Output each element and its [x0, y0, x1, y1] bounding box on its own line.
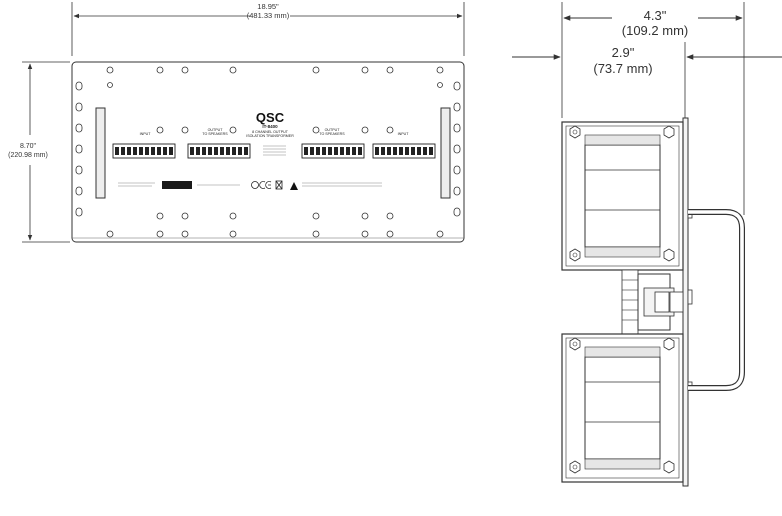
terminal-connector — [372, 143, 436, 159]
connector-blocks — [112, 143, 436, 159]
subtitle-1: 8 CHANNEL OUTPUT — [252, 130, 289, 134]
front-view: 18.95" (481.33 mm) 8.70" (220.98 mm) — [8, 2, 465, 243]
output-label-left: OUTPUT — [208, 128, 224, 132]
screw-holes — [106, 66, 444, 238]
rack-slots — [75, 81, 461, 217]
subtitle-2: ISOLATION TRANSFORMER — [246, 134, 294, 138]
front-plate — [682, 117, 689, 487]
depth2-dimension: 2.9" (73.7 mm) — [512, 45, 782, 76]
left-handle — [95, 107, 106, 199]
output-label-right: OUTPUT — [325, 128, 341, 132]
depth-inches: 4.3" — [644, 8, 667, 23]
height-millimeters: (220.98 mm) — [8, 152, 48, 159]
upper-transformer — [561, 121, 684, 271]
height-dimension: 8.70" (220.98 mm) — [8, 61, 70, 243]
depth-millimeters: (109.2 mm) — [622, 23, 688, 38]
terminal-connector — [112, 143, 176, 159]
height-inches: 8.70" — [20, 143, 37, 150]
right-handle — [440, 107, 451, 199]
depth2-inches: 2.9" — [612, 45, 635, 60]
terminal-connector — [301, 143, 365, 159]
depth2-millimeters: (73.7 mm) — [593, 61, 652, 76]
to-speakers-label-left: TO SPEAKERS — [202, 132, 228, 136]
terminal-connector — [187, 143, 251, 159]
compliance-marks — [251, 180, 283, 190]
side-view: 4.3" (109.2 mm) 2.9" (73.7 mm) — [512, 2, 782, 487]
brand-block: QSC IT-8400 8 CHANNEL OUTPUT ISOLATION T… — [246, 110, 294, 138]
input-label-left: INPUT — [140, 132, 152, 136]
terminal-block — [621, 269, 684, 335]
brand-logo: QSC — [256, 110, 285, 125]
width-inches: 18.95" — [257, 2, 279, 11]
lower-transformer — [561, 333, 684, 483]
width-dimension: 18.95" (481.33 mm) — [71, 2, 465, 56]
width-millimeters: (481.33 mm) — [247, 11, 290, 20]
depth-dimension: 4.3" (109.2 mm) — [563, 8, 743, 38]
side-handle — [688, 209, 745, 391]
model-label: IT-8400 — [262, 124, 278, 129]
serial-label-block — [162, 181, 192, 189]
to-speakers-label-right: TO SPEAKERS — [319, 132, 345, 136]
input-label-right: INPUT — [398, 132, 410, 136]
fine-print — [118, 145, 382, 187]
warning-triangle-icon — [290, 182, 298, 190]
